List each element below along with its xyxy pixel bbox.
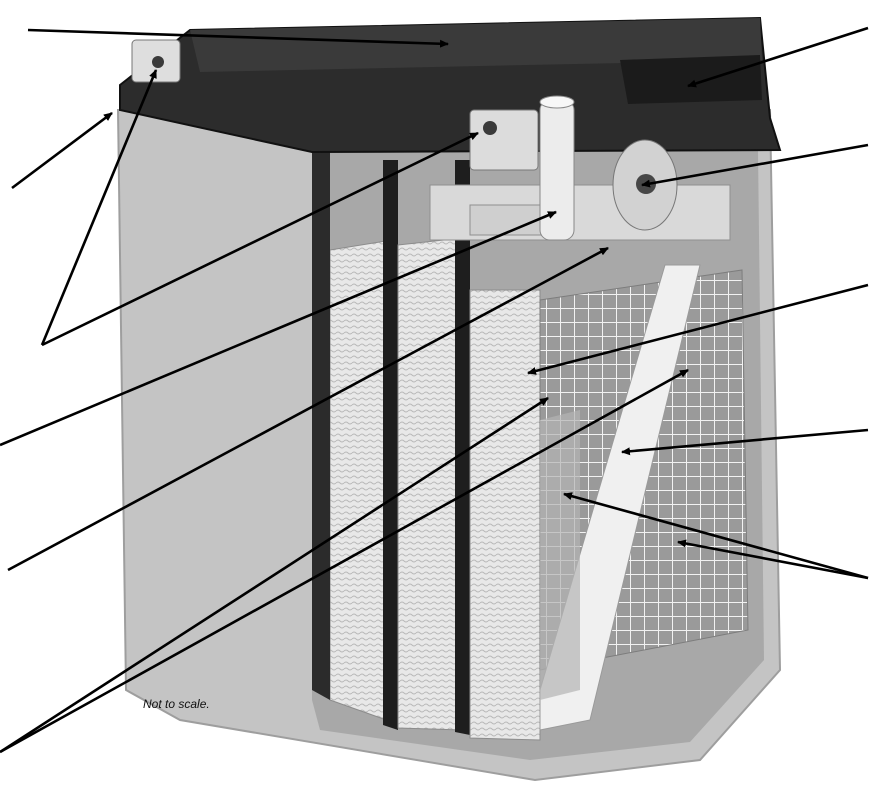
arrow-positive-grid	[527, 283, 869, 375]
plate-stack-front	[469, 289, 541, 741]
arrow-strap	[621, 428, 869, 456]
terminal-post	[539, 99, 575, 241]
arrow-vent-channel	[687, 26, 869, 88]
plate-stack-middle	[397, 237, 463, 731]
arrow-grid-strap	[0, 368, 689, 754]
arrow-vent-eyelet	[641, 143, 869, 188]
lid-vent-channel	[620, 55, 762, 104]
arrow-connector	[7, 246, 609, 572]
arrow-lid	[27, 28, 449, 48]
cell-partition	[312, 150, 330, 700]
separator-1	[383, 160, 398, 730]
arrow-terminal-left	[40, 69, 158, 346]
arrow-terminal-right	[41, 131, 479, 347]
leader-lines	[0, 26, 869, 754]
arrow-separator	[563, 492, 869, 580]
arrow-case-wall	[677, 539, 869, 580]
plate-stack-left	[329, 239, 393, 723]
arrow-post	[0, 210, 557, 447]
envelope-separator	[540, 410, 580, 700]
right-terminal	[469, 109, 539, 171]
left-terminal-hole	[152, 56, 164, 68]
terminal-post-top	[539, 95, 575, 109]
arrow-case-rim	[11, 111, 113, 190]
right-terminal-hole	[483, 121, 497, 135]
arrow-plate-front	[0, 396, 549, 754]
lid-top-ridge	[190, 18, 762, 72]
not-to-scale-caption: Not to scale.	[143, 697, 210, 711]
separator-2	[455, 160, 470, 735]
